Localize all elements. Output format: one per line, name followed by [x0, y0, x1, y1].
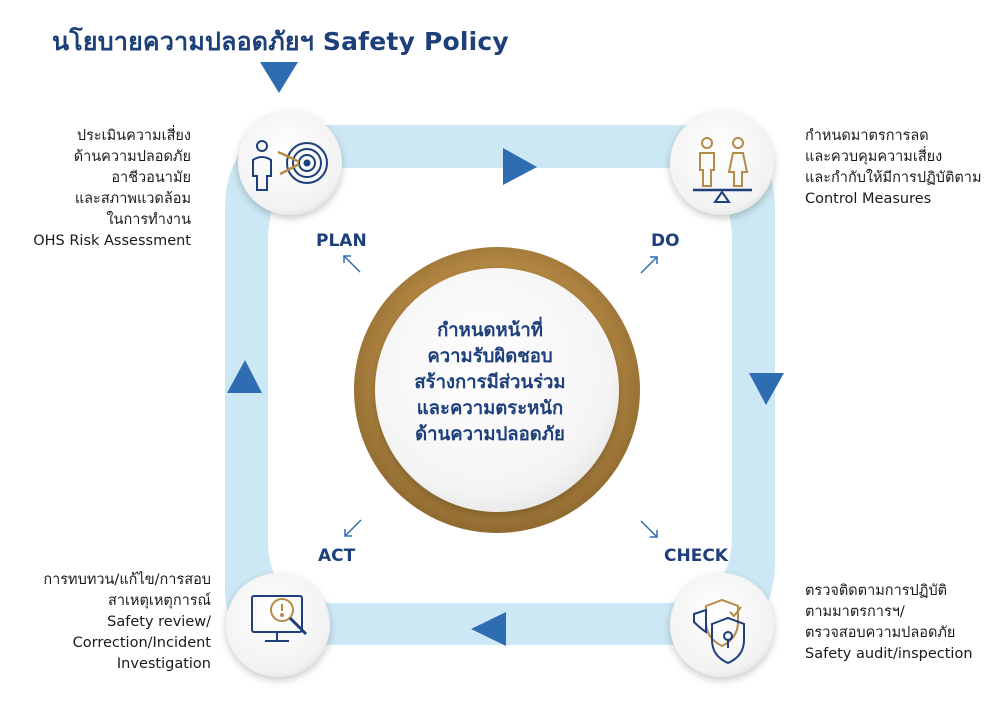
check-node — [670, 573, 774, 677]
stage-act-label: ACT — [318, 546, 356, 566]
do-desc-line: และควบคุมความเสี่ยง — [805, 149, 943, 165]
act-desc-line: Safety review/ — [107, 614, 211, 630]
plan-desc-line: ประเมินความเสี่ยง — [76, 128, 191, 144]
diag-arrow-check — [640, 520, 658, 538]
diag-arrow-plan — [343, 255, 361, 273]
do-node — [670, 111, 774, 215]
plan-desc-line: และสภาพแวดล้อม — [74, 191, 191, 207]
center-line: สร้างการมีส่วนร่วม — [414, 372, 566, 393]
act-desc-line: การทบทวน/แก้ไข/การสอบ — [43, 572, 211, 588]
do-desc-line: และกำกับให้มีการปฏิบัติตาม — [805, 170, 982, 186]
warning-magnifier-monitor-icon — [251, 595, 308, 642]
check-description: ตรวจติดตามการปฏิบัติ ตามมาตรการฯ/ ตรวจสอ… — [805, 581, 973, 665]
person-target-icon — [252, 140, 328, 191]
stage-check-label: CHECK — [664, 546, 728, 566]
start-marker — [260, 62, 298, 93]
check-desc-line: ตรวจติดตามการปฏิบัติ — [805, 583, 948, 599]
act-node — [226, 573, 330, 677]
plan-desc-line: ในการทำงาน — [106, 212, 191, 228]
check-desc-line: ตรวจสอบความปลอดภัย — [805, 625, 956, 641]
diag-arrow-do — [640, 256, 658, 274]
plan-desc-line: อาชีวอนามัย — [111, 170, 191, 186]
page-title: นโยบายความปลอดภัยฯ Safety Policy — [52, 27, 509, 56]
do-desc-line: Control Measures — [805, 191, 932, 207]
check-desc-line: ตามมาตรการฯ/ — [805, 604, 905, 620]
do-description: กำหนดมาตรการลด และควบคุมความเสี่ยง และกำ… — [805, 126, 982, 210]
balance-people-icon — [693, 137, 752, 203]
plan-desc-line: ด้านความปลอดภัย — [73, 149, 191, 165]
center-line: ด้านความปลอดภัย — [415, 424, 565, 445]
flow-arrow-up — [227, 360, 262, 393]
stage-do-label: DO — [651, 231, 680, 251]
act-desc-line: สาเหตุเหตุการณ์ — [107, 593, 211, 609]
center-line: และความตระหนัก — [416, 398, 564, 419]
center-disc — [375, 268, 619, 512]
plan-description: ประเมินความเสี่ยง ด้านความปลอดภัย อาชีวอ… — [10, 126, 191, 252]
plan-desc-line: OHS Risk Assessment — [33, 233, 191, 249]
security-shields-icon — [693, 598, 745, 665]
act-description: การทบทวน/แก้ไข/การสอบ สาเหตุเหตุการณ์ Sa… — [10, 570, 211, 675]
flow-arrow-left — [471, 612, 506, 646]
check-desc-line: Safety audit/inspection — [805, 646, 973, 662]
diag-arrow-act — [344, 519, 362, 537]
flow-arrow-right — [503, 148, 537, 185]
center-statement: กำหนดหน้าที่ ความรับผิดชอบ สร้างการมีส่ว… — [380, 318, 600, 448]
center-line: กำหนดหน้าที่ — [437, 320, 543, 341]
flow-arrow-down — [749, 373, 784, 405]
act-desc-line: Investigation — [116, 656, 211, 672]
act-desc-line: Correction/Incident — [72, 635, 211, 651]
do-desc-line: กำหนดมาตรการลด — [805, 128, 929, 144]
stage-plan-label: PLAN — [316, 231, 367, 251]
center-line: ความรับผิดชอบ — [427, 346, 553, 367]
